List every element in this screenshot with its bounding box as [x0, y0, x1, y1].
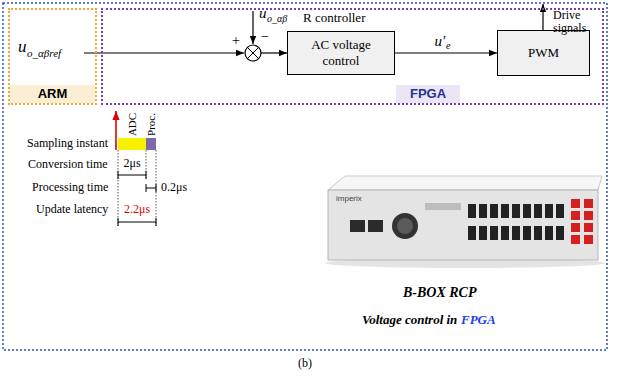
- device-knob: [392, 213, 418, 239]
- connector: [584, 235, 593, 244]
- device-logo: imperix: [336, 195, 362, 203]
- port: [501, 204, 509, 218]
- time-bracket: [146, 184, 156, 192]
- signal-label: u′: [435, 33, 446, 50]
- connector: [571, 235, 580, 244]
- port: [523, 204, 531, 218]
- controller-box: AC voltage control: [287, 31, 395, 75]
- controller-title: R controller: [303, 11, 365, 26]
- processing-bar: [146, 138, 156, 150]
- signal-subscript: o_αβ: [267, 13, 287, 25]
- port: [468, 226, 476, 240]
- pwm-box: PWM: [497, 30, 590, 76]
- port: [479, 204, 487, 218]
- port: [545, 226, 553, 240]
- port-grid: [468, 204, 564, 240]
- ethernet-port: [350, 220, 365, 232]
- feedback-wire: [252, 11, 253, 44]
- stage-label: Proc.: [145, 113, 156, 136]
- ethernet-port: [368, 220, 383, 232]
- sign-mark: +: [232, 33, 240, 49]
- stage-label: ADC: [127, 112, 138, 135]
- region-label: FPGA: [396, 85, 460, 103]
- region-label: ARM: [10, 85, 95, 103]
- outer-frame: [3, 3, 607, 350]
- sign-mark: −: [261, 29, 269, 45]
- box-label: AC voltage control: [292, 37, 390, 68]
- connector: [584, 211, 593, 220]
- time-value: 2μs: [124, 157, 141, 171]
- signal-subscript: o_αβref: [27, 47, 61, 60]
- port: [490, 204, 498, 218]
- port: [512, 226, 520, 240]
- adc-bar: [118, 138, 146, 150]
- junction-cross: [247, 47, 258, 58]
- junction-cross: [247, 47, 258, 58]
- port: [556, 204, 564, 218]
- signal-name: u: [259, 5, 267, 22]
- port: [490, 226, 498, 240]
- time-value: 2.2μs: [124, 203, 150, 217]
- connector: [571, 199, 580, 208]
- timing-label: Processing time: [32, 181, 108, 195]
- signal-name: u: [18, 37, 27, 57]
- device-name: B-BOX RCP: [403, 285, 477, 301]
- time-value: 0.2μs: [161, 181, 187, 195]
- device-front: [328, 190, 598, 260]
- time-bracket: [118, 218, 156, 226]
- port: [556, 226, 564, 240]
- error-wire: [261, 52, 287, 53]
- port: [479, 226, 487, 240]
- time-bracket: [118, 171, 146, 179]
- device-display: [425, 203, 461, 210]
- device-top: [328, 176, 602, 190]
- dotted-guide: [118, 150, 119, 226]
- connector: [571, 211, 580, 220]
- signal-arrow: [395, 52, 497, 53]
- figure-caption: (b): [298, 357, 312, 371]
- connector: [584, 199, 593, 208]
- port: [545, 204, 553, 218]
- port: [534, 204, 542, 218]
- connector: [584, 223, 593, 232]
- reference-wire: [84, 52, 244, 53]
- device-note: FPGA: [461, 313, 496, 328]
- sampling-arrow: [115, 111, 117, 150]
- device-note: Voltage control in: [362, 313, 457, 328]
- box-label: PWM: [528, 45, 559, 61]
- connector: [571, 223, 580, 232]
- device-knob: [397, 218, 413, 234]
- port: [501, 226, 509, 240]
- timing-label: Update latency: [36, 203, 108, 217]
- port: [468, 204, 476, 218]
- summing-junction: [245, 45, 261, 61]
- port: [534, 226, 542, 240]
- red-connectors: [571, 199, 593, 244]
- port: [523, 226, 531, 240]
- timing-label: Sampling instant: [27, 137, 108, 151]
- port: [512, 204, 520, 218]
- signal-subscript: e: [446, 41, 450, 51]
- timing-label: Conversion time: [28, 158, 108, 172]
- output-label: Drive signals: [553, 9, 605, 35]
